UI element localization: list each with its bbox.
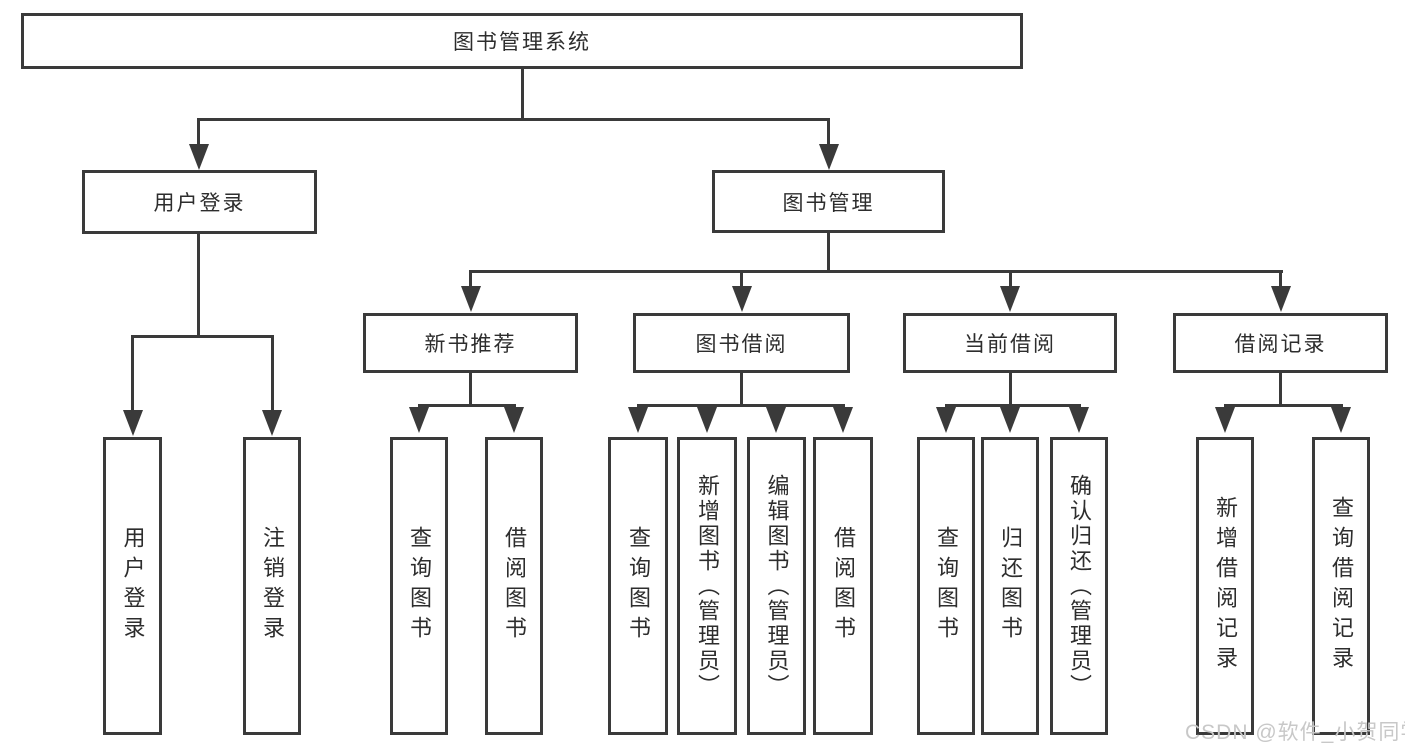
node-current-borrowing: 当前借阅: [903, 313, 1117, 373]
csdn-watermark: CSDN @软件_小贺同学: [1185, 721, 1405, 744]
node-book-borrowing: 图书借阅: [633, 313, 850, 373]
connector-level3-drop: [469, 270, 472, 288]
node-label: 用户登录: [120, 526, 146, 646]
arrowhead-down-icon: [262, 410, 282, 436]
node-label: 用户登录: [153, 192, 246, 215]
connector-book-mgmt-rail: [469, 270, 1283, 273]
leaf-edit-books-admin: 编辑图书（管理员）: [747, 437, 806, 735]
connector-stem: [740, 372, 743, 407]
node-label: 注销登录: [260, 526, 285, 646]
arrowhead-down-icon: [936, 407, 956, 433]
connector-user-login-rail: [131, 335, 274, 338]
connector-rail: [944, 404, 1081, 407]
arrowhead-down-icon: [188, 144, 209, 170]
node-label: 查询图书: [407, 526, 432, 646]
arrowhead-down-icon: [697, 407, 717, 433]
node-book-management: 图书管理: [712, 170, 945, 233]
connector-stem: [1008, 372, 1012, 407]
node-label: 编辑图书（管理员）: [764, 473, 790, 699]
node-label: 图书借阅: [695, 333, 788, 356]
leaf-borrow-books: 借阅图书: [813, 437, 873, 735]
leaf-return-books: 归还图书: [981, 437, 1039, 735]
leaf-borrow-books: 借阅图书: [485, 437, 543, 735]
arrowhead-down-icon: [1331, 407, 1351, 433]
connector-user-login-drop: [197, 118, 200, 146]
node-label: 借阅记录: [1234, 333, 1327, 356]
arrowhead-down-icon: [766, 407, 786, 433]
arrowhead-down-icon: [460, 286, 481, 312]
node-label: 确认归还（管理员）: [1067, 473, 1092, 699]
arrowhead-down-icon: [628, 407, 648, 433]
leaf-confirm-return-admin: 确认归还（管理员）: [1050, 437, 1108, 735]
node-label: 新增图书（管理员）: [695, 473, 720, 699]
node-label: 当前借阅: [964, 333, 1056, 356]
leaf-query-borrow-record: 查询借阅记录: [1312, 437, 1370, 735]
connector-book-mgmt-drop: [827, 118, 830, 146]
connector-rail: [1223, 404, 1343, 407]
leaf-add-borrow-record: 新增借阅记录: [1196, 437, 1254, 735]
arrowhead-down-icon: [1270, 286, 1291, 312]
connector-stem: [1279, 372, 1282, 407]
node-label: 借阅图书: [831, 526, 856, 646]
arrowhead-down-icon: [731, 286, 752, 312]
arrowhead-down-icon: [833, 407, 853, 433]
leaf-query-books: 查询图书: [608, 437, 668, 735]
node-label: 图书管理系统: [453, 31, 591, 54]
node-label: 新增借阅记录: [1213, 496, 1238, 676]
leaf-query-books: 查询图书: [390, 437, 448, 735]
connector-book-mgmt-stem: [827, 232, 830, 273]
node-label: 查询借阅记录: [1329, 496, 1354, 676]
node-user-login: 用户登录: [82, 170, 317, 234]
node-label: 查询图书: [934, 526, 959, 646]
arrowhead-down-icon: [818, 144, 839, 170]
arrowhead-down-icon: [122, 410, 143, 436]
node-borrowing-records: 借阅记录: [1173, 313, 1388, 373]
connector-rail: [417, 404, 516, 407]
node-label: 图书管理: [782, 191, 875, 215]
arrowhead-down-icon: [1215, 407, 1235, 433]
arrowhead-down-icon: [1000, 407, 1020, 433]
connector-leaf-drop: [270, 335, 274, 412]
node-label: 查询图书: [626, 526, 651, 646]
connector-rail: [636, 404, 845, 407]
leaf-query-books: 查询图书: [917, 437, 975, 735]
connector-root-rail: [197, 118, 830, 121]
connector-root-stem: [520, 68, 524, 120]
connector-level3-drop: [1279, 270, 1282, 288]
leaf-logout: 注销登录: [243, 437, 301, 735]
node-label: 归还图书: [998, 526, 1023, 646]
arrowhead-down-icon: [409, 407, 429, 433]
connector-user-login-stem: [197, 233, 200, 338]
node-label: 新书推荐: [424, 333, 517, 356]
connector-level3-drop: [740, 270, 743, 288]
connector-stem: [469, 372, 472, 407]
arrowhead-down-icon: [1069, 407, 1089, 433]
leaf-user-login: 用户登录: [103, 437, 162, 735]
arrowhead-down-icon: [1000, 286, 1020, 312]
connector-leaf-drop: [131, 335, 134, 412]
arrowhead-down-icon: [504, 407, 524, 433]
node-library-management-system: 图书管理系统: [21, 13, 1023, 69]
connector-level3-drop: [1008, 270, 1012, 288]
node-label: 借阅图书: [502, 526, 527, 646]
node-new-book-recommend: 新书推荐: [363, 313, 578, 373]
leaf-add-books-admin: 新增图书（管理员）: [677, 437, 737, 735]
